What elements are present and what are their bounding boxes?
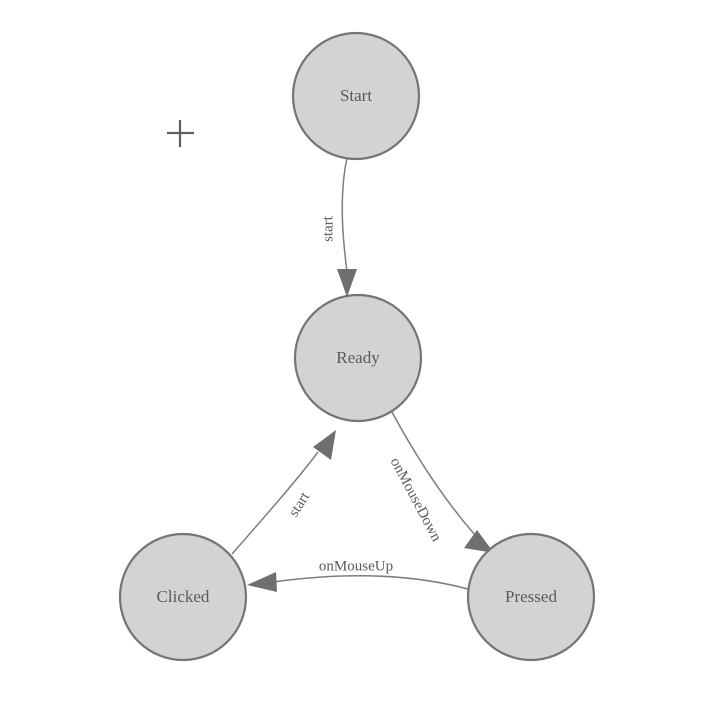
- node-pressed[interactable]: Pressed: [466, 532, 596, 662]
- edge-start-to-ready[interactable]: start: [320, 157, 357, 297]
- plus-crosshair-icon: [167, 120, 194, 147]
- node-ready-label: Ready: [336, 348, 380, 367]
- edge-clicked-to-ready-arrowhead: [313, 430, 336, 460]
- edge-pressed-to-clicked[interactable]: onMouseUp: [247, 558, 469, 592]
- edge-start-to-ready-label: start: [320, 215, 336, 242]
- node-ready[interactable]: Ready: [293, 293, 423, 423]
- edge-ready-to-pressed-arrowhead: [464, 530, 494, 553]
- node-start[interactable]: Start: [291, 31, 421, 161]
- edge-start-to-ready-arrowhead: [337, 269, 357, 297]
- edge-pressed-to-clicked-arrowhead: [247, 572, 277, 592]
- edge-pressed-to-clicked-label: onMouseUp: [319, 558, 393, 574]
- node-start-circle[interactable]: [291, 31, 421, 161]
- edge-clicked-to-ready[interactable]: start: [231, 430, 336, 555]
- edge-clicked-to-ready-label: start: [286, 489, 314, 520]
- edge-clicked-to-ready-path: [231, 451, 319, 555]
- edge-start-to-ready-path: [341, 157, 348, 273]
- node-clicked-label: Clicked: [157, 587, 210, 606]
- edge-ready-to-pressed-path: [391, 411, 476, 536]
- node-clicked[interactable]: Clicked: [118, 532, 248, 662]
- edge-ready-to-pressed-label: onMouseDown: [387, 455, 445, 545]
- node-ready-circle[interactable]: [293, 293, 423, 423]
- edge-pressed-to-clicked-path: [272, 574, 469, 590]
- node-pressed-label: Pressed: [505, 587, 557, 606]
- node-pressed-circle[interactable]: [466, 532, 596, 662]
- node-clicked-circle[interactable]: [118, 532, 248, 662]
- edge-ready-to-pressed[interactable]: onMouseDown: [387, 411, 494, 553]
- node-start-label: Start: [340, 86, 372, 105]
